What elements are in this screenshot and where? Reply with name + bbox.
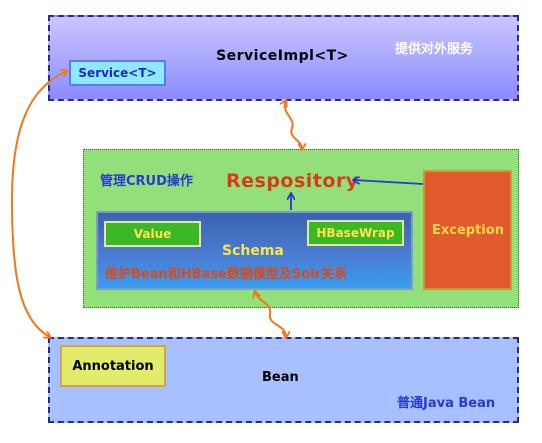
annotation-box: Annotation <box>60 345 166 387</box>
hbasewrap-box: HBaseWrap <box>307 220 404 246</box>
service-interface-box: Service<T> <box>69 60 166 86</box>
repository-title: Respository <box>226 170 359 192</box>
service-to-bean-connector <box>10 71 67 337</box>
service-to-repository-connector <box>285 101 302 149</box>
value-box: Value <box>104 221 201 247</box>
service-layer-title: ServiceImpl<T> <box>216 48 349 64</box>
service-layer-note: 提供对外服务 <box>395 42 474 57</box>
service-layer-box <box>48 15 519 101</box>
exception-box: Exception <box>423 170 512 290</box>
schema-title: Schema <box>222 243 284 259</box>
schema-note: 维护Bean和HBase数据模型及Solr关系 <box>105 267 348 282</box>
bean-layer-title: Bean <box>262 370 299 385</box>
bean-layer-note: 普通Java Bean <box>397 396 496 411</box>
repository-layer-note: 管理CRUD操作 <box>100 174 193 189</box>
